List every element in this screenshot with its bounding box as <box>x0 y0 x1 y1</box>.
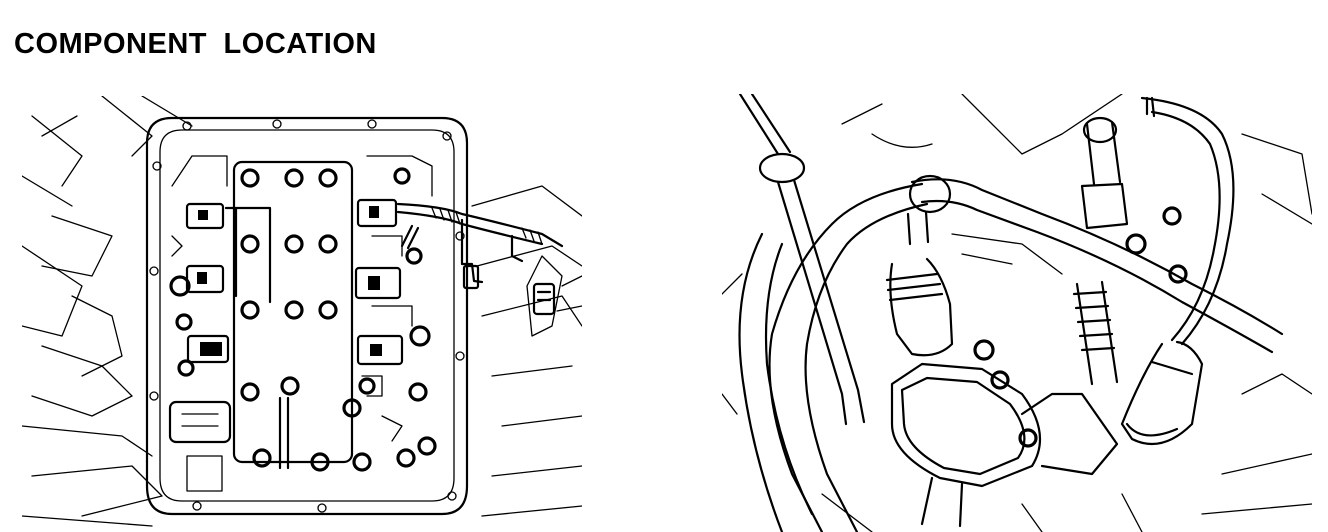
bolts <box>973 206 1188 448</box>
pan-flange-outline <box>145 116 469 516</box>
flange-bolt-holes <box>149 119 465 513</box>
upper-hose <box>908 174 1284 354</box>
dipstick-tube <box>738 94 866 426</box>
left-solenoids <box>168 202 232 444</box>
page-title: COMPONENT LOCATION <box>14 28 377 60</box>
right-solenoids <box>354 167 437 456</box>
valve-body-illustration <box>22 96 582 532</box>
background-linework <box>22 96 582 527</box>
valve-plate <box>232 160 354 464</box>
right-bellows <box>1072 116 1129 386</box>
harness-wrap <box>431 207 543 245</box>
engine-bay-illustration <box>722 94 1312 532</box>
large-hose <box>738 182 929 532</box>
valve-plate-bolts <box>240 168 416 472</box>
background-linework <box>722 94 1312 532</box>
wiring-harness <box>396 202 564 290</box>
oil-tube <box>224 206 272 304</box>
side-connector <box>532 282 556 316</box>
bellows-boot <box>885 210 954 357</box>
sensor-cable <box>1140 96 1235 346</box>
bracket-assembly <box>890 362 1119 528</box>
valve-details <box>171 155 433 492</box>
connector-boot <box>1120 340 1204 446</box>
